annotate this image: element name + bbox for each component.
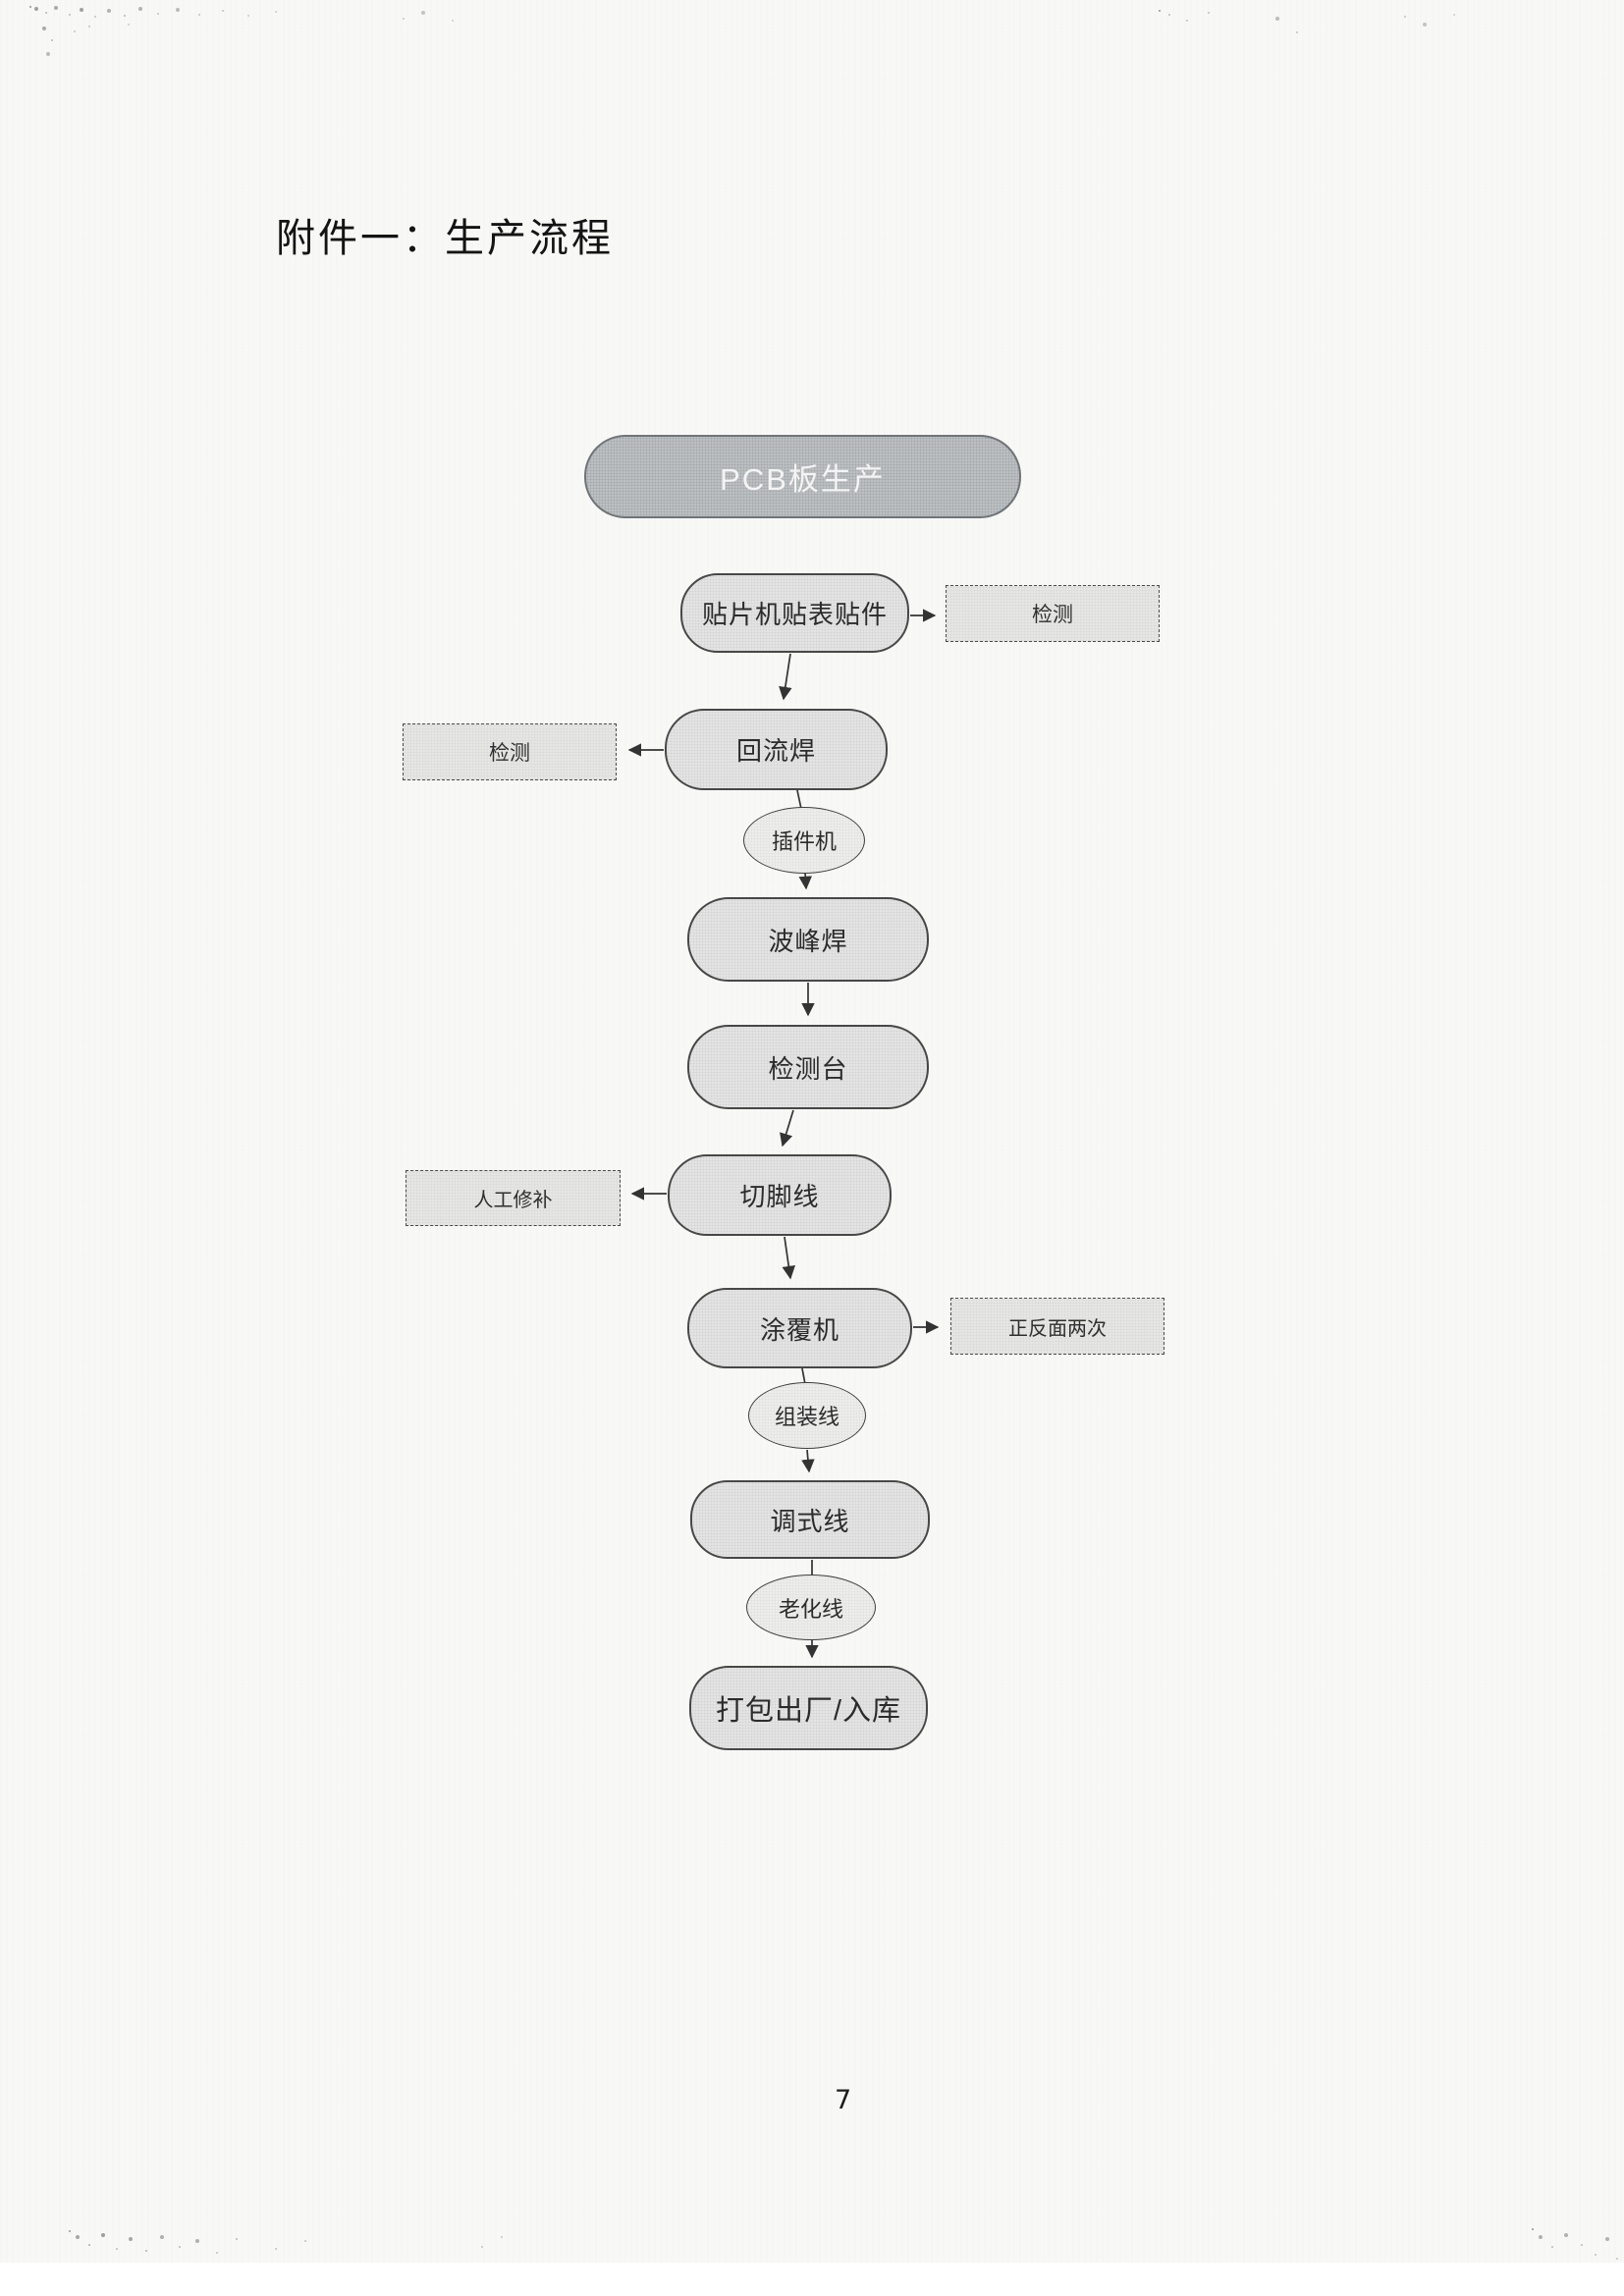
connector-smt-to-reflow <box>779 653 792 701</box>
flow-node-pcb-production: PCB板生产 <box>584 435 1021 518</box>
connector-inserter-to-wave <box>798 872 813 890</box>
flow-node-debug-line: 调式线 <box>690 1480 930 1559</box>
flow-node-packing: 打包出厂/入库 <box>689 1666 928 1750</box>
flow-ellipse-assembly-line: 组装线 <box>748 1382 866 1449</box>
flow-ellipse-aging-line: 老化线 <box>746 1575 876 1640</box>
flow-ellipse-inserter: 插件机 <box>743 807 865 874</box>
page-title: 附件一：生产流程 <box>276 216 614 260</box>
dashed-box-manual-repair: 人工修补 <box>406 1170 621 1226</box>
flow-node-smt: 贴片机贴表贴件 <box>680 573 909 653</box>
flow-node-test-bench: 检测台 <box>687 1025 929 1109</box>
flow-node-wave-solder: 波峰焊 <box>687 897 929 982</box>
scan-artifact-top-right <box>1159 10 1161 12</box>
scan-bottom-strip <box>0 2263 1624 2296</box>
dashed-box-both-sides: 正反面两次 <box>950 1298 1164 1355</box>
flow-node-coating: 涂覆机 <box>687 1288 912 1368</box>
page-number: 7 <box>835 2085 852 2115</box>
connector-testbench-to-pincutting <box>780 1109 794 1148</box>
connector-pincutting-to-coating <box>782 1236 796 1280</box>
flow-node-reflow: 回流焊 <box>665 709 888 790</box>
dashed-box-inspect-left: 检测 <box>403 723 617 780</box>
dashed-box-inspect-right: 检测 <box>946 585 1160 642</box>
connector-coating-to-assembly <box>801 1367 806 1385</box>
flow-node-pin-cutting: 切脚线 <box>668 1154 892 1236</box>
scan-artifact-bottom-left <box>69 2230 71 2232</box>
connector-assembly-to-debug <box>801 1449 815 1473</box>
connector-reflow-to-inserter <box>796 789 802 810</box>
scan-artifact-top-left <box>29 6 31 8</box>
scan-artifact-bottom-right <box>1532 2228 1534 2230</box>
